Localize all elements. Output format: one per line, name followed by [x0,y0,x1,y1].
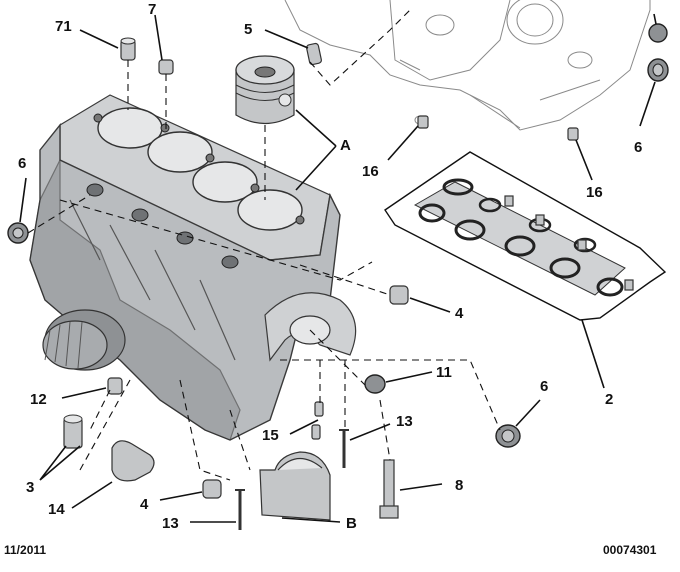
bolt-13-lower [235,489,245,530]
plug-12 [107,377,123,395]
elbow-14 [111,440,155,482]
gasket-set [384,151,667,321]
footer-date: 11/2011 [4,543,46,557]
bush-4-upper [389,285,409,305]
callout-6-left: 6 [18,155,26,172]
pin-5 [306,42,322,66]
plug-6-right [647,58,669,82]
callout-13-lower: 13 [162,515,179,532]
callout-3: 3 [26,479,34,496]
callout-labels: 71 7 5 A 6 6 6 16 16 4 4 11 2 12 13 13 1… [18,1,642,532]
callout-12: 12 [30,391,47,408]
callout-11: 11 [436,364,452,381]
piston [235,55,295,124]
dowels-15 [311,401,324,440]
plug-7 [158,59,174,75]
callout-A: A [340,137,351,154]
plug-6-left [7,222,29,244]
callout-5: 5 [244,21,252,38]
callout-4-upper: 4 [455,305,464,322]
callout-7: 7 [148,1,156,18]
assembly-lines [27,9,501,481]
footer-reference: 00074301 [603,543,657,557]
bearing-cap-B [259,451,331,521]
dowel-71 [120,37,136,61]
sleeve-3 [63,414,83,449]
callout-71: 71 [55,18,72,35]
engine-block [29,94,357,441]
callout-16-right: 16 [586,184,603,201]
callout-13-right: 13 [396,413,413,430]
callout-16-left: 16 [362,163,379,180]
bolt-13-right [339,429,349,468]
dowel-16-right [567,127,579,141]
callout-15: 15 [262,427,279,444]
oil-pump-housing-ghost [284,0,651,131]
callout-6-right: 6 [634,139,642,156]
bush-4-lower [202,479,222,499]
plug-6-top-right [648,23,668,43]
bolt-8 [379,459,399,519]
seal-11 [364,374,386,394]
leader-lines [19,13,657,523]
callout-8: 8 [455,477,463,494]
callout-B: B [346,515,357,532]
callout-14: 14 [48,501,65,518]
callout-6-bottom: 6 [540,378,548,395]
callout-4-lower: 4 [140,496,149,513]
plug-6-bottom-right [495,424,521,448]
callout-2: 2 [605,391,613,408]
dowel-16-left [417,115,429,129]
